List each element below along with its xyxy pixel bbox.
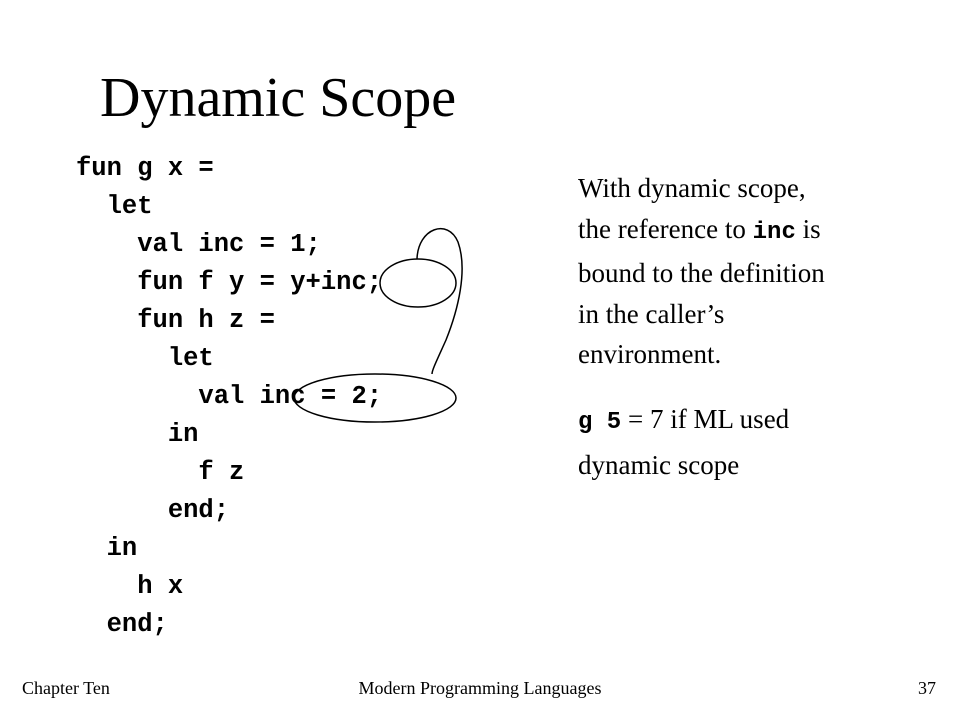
result-text: g 5 = 7 if ML used dynamic scope [578, 398, 918, 486]
code-line: val inc = 1; [76, 230, 321, 259]
code-line: in [76, 534, 138, 563]
result-line: g 5 = 7 if ML used [578, 398, 918, 444]
result-code-inline: g 5 [578, 409, 622, 436]
code-line: fun f y = y+inc; [76, 268, 383, 297]
explanation-line: the reference to inc is [578, 209, 918, 254]
explanation-line: With dynamic scope, [578, 173, 806, 203]
code-block: fun g x = let val inc = 1; fun f y = y+i… [76, 150, 382, 644]
code-line: in [76, 420, 199, 449]
binding-connector-curve [416, 227, 463, 375]
code-line: end; [76, 610, 168, 639]
inc-code-inline: inc [752, 218, 796, 246]
code-line: val inc = 2; [76, 382, 383, 411]
code-line: fun h z = [76, 306, 275, 335]
result-text-run: = 7 if ML used [621, 404, 790, 434]
code-line: h x [76, 572, 184, 601]
explanation-line: environment. [578, 339, 722, 369]
slide-title: Dynamic Scope [100, 67, 457, 129]
explanation-text-run: is [795, 213, 821, 244]
explanation-line: bound to the definition [578, 258, 825, 288]
explanation-line: in the caller’s [578, 298, 725, 329]
code-line: fun g x = [76, 154, 214, 183]
code-line: end; [76, 496, 230, 525]
footer-course-title: Modern Programming Languages [358, 678, 602, 698]
result-line: dynamic scope [578, 450, 740, 480]
footer-chapter: Chapter Ten [22, 678, 110, 698]
code-line: let [76, 344, 214, 373]
code-line: f z [76, 458, 245, 487]
page-number: 37 [918, 678, 936, 698]
inc-reference-highlight [379, 258, 457, 308]
explanation-text: With dynamic scope, the reference to inc… [578, 168, 918, 375]
code-line: let [76, 192, 153, 221]
explanation-text-run: the reference to [578, 213, 753, 244]
